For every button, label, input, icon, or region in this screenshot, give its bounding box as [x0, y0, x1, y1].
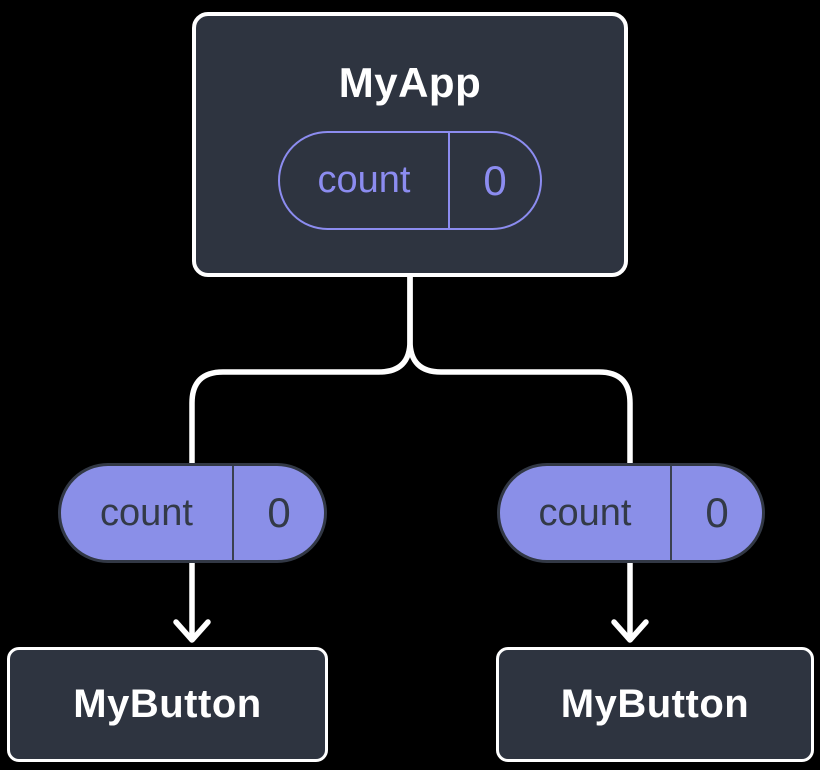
child-node-title: MyButton	[560, 682, 750, 726]
connector-root-to-left-branch	[189, 271, 413, 468]
state-name-label: count	[317, 159, 411, 201]
prop-value-label: 0	[267, 489, 291, 536]
pill-divider	[670, 466, 672, 560]
child-node-title: MyButton	[73, 682, 262, 726]
state-value-label: 0	[483, 156, 507, 204]
root-node-myapp: MyApp count 0	[192, 12, 628, 277]
root-node-title: MyApp	[338, 59, 482, 106]
arrow-left-chevron	[173, 619, 211, 643]
arrow-down-right-icon	[611, 555, 649, 643]
pill-divider	[448, 133, 450, 228]
pill-divider	[232, 466, 234, 560]
arrow-right-chevron	[611, 619, 649, 643]
arrow-down-left-icon	[173, 555, 211, 643]
root-state-pill: count 0	[278, 131, 542, 230]
child-node-mybutton-right: MyButton	[496, 647, 814, 762]
prop-name-label: count	[100, 491, 193, 534]
connector-root-to-right-branch	[407, 271, 633, 468]
prop-pill-right: count 0	[497, 463, 765, 563]
prop-value-label: 0	[705, 489, 729, 536]
prop-name-label: count	[538, 491, 632, 534]
prop-pill-left: count 0	[58, 463, 327, 563]
child-node-mybutton-left: MyButton	[7, 647, 328, 762]
